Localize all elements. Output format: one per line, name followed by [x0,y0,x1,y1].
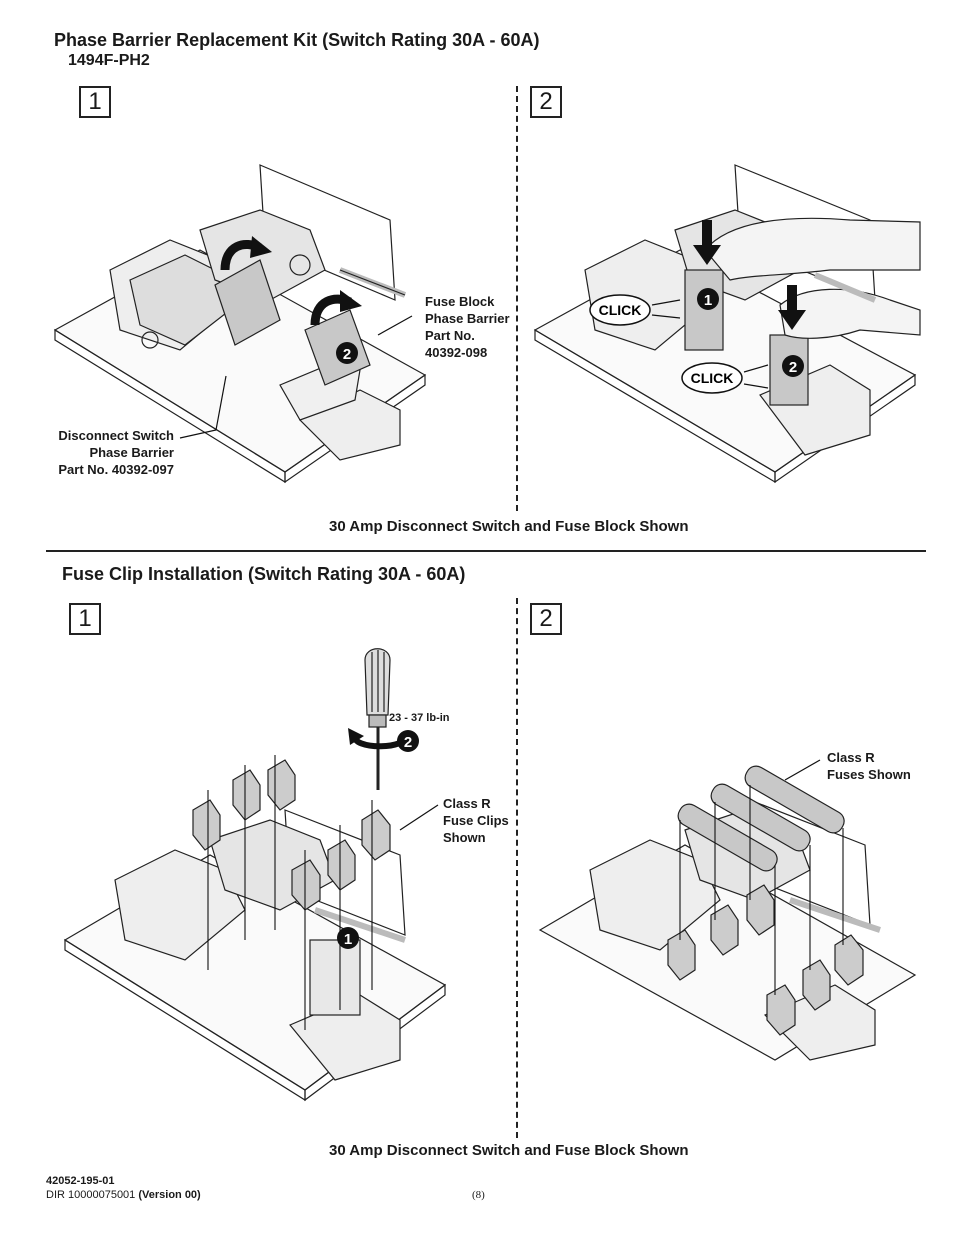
section1-caption: 30 Amp Disconnect Switch and Fuse Block … [329,518,689,535]
fuse-clip-install-illustration: 2 1 [63,648,447,1102]
section1-install-marker-1: 1 [704,292,712,309]
section2-step1-box: 1 [69,603,101,635]
section2-caption: 30 Amp Disconnect Switch and Fuse Block … [329,1142,689,1159]
fuse-clips-label-line2: Fuse Clips [443,813,509,828]
section1-subtitle: 1494F-PH2 [68,52,150,69]
disconnect-label-line1: Disconnect Switch [58,428,174,443]
disconnect-switch-phase-barrier-label: Disconnect Switch Phase Barrier Part No.… [40,427,174,478]
section2-clip-marker-1: 1 [344,931,352,948]
phase-barrier-removal-illustration: 2 [53,164,427,484]
footer-doc-info: 42052-195-01 DIR 10000075001 (Version 00… [46,1174,201,1202]
section2-screwdriver-marker-2: 2 [404,734,412,751]
fuse-block-label-line4: 40392-098 [425,345,488,360]
section1-removal-marker-2: 2 [343,346,351,363]
fuses-label-line2: Fuses Shown [827,767,911,782]
section2-dashed-divider [516,598,518,1138]
page-number: (8) [472,1189,485,1201]
section2-title: Fuse Clip Installation (Switch Rating 30… [62,564,466,584]
dir-number: DIR 10000075001 [46,1189,136,1201]
fuse-clips-label-line1: Class R [443,796,491,811]
fuse-block-label-line2: Phase Barrier [425,311,510,326]
phase-barrier-install-illustration: 1 2 CLICK CLICK [533,164,921,484]
version-label: (Version 00) [138,1189,201,1201]
torque-spec-label: 23 - 37 lb-in [389,712,450,724]
section1-step1-box: 1 [79,86,111,118]
dir-line: DIR 10000075001 (Version 00) [46,1188,201,1202]
class-r-fuses-illustration [538,759,917,1061]
fuse-block-label-line1: Fuse Block [425,294,495,309]
section1-step2-box: 2 [530,86,562,118]
fuse-block-label-line3: Part No. [425,328,475,343]
click-bubble-2: CLICK [691,370,734,386]
class-r-fuses-label: Class R Fuses Shown [827,749,911,783]
fuse-clips-label-line3: Shown [443,830,486,845]
fuse-block-phase-barrier-label: Fuse Block Phase Barrier Part No. 40392-… [425,293,510,361]
section-separator [46,550,926,552]
section1-title: Phase Barrier Replacement Kit (Switch Ra… [54,30,540,50]
doc-number: 42052-195-01 [46,1175,115,1187]
click-bubble-1: CLICK [599,302,642,318]
disconnect-label-line3: Part No. 40392-097 [58,462,174,477]
class-r-fuse-clips-label: Class R Fuse Clips Shown [443,795,509,846]
section2-step2-box: 2 [530,603,562,635]
section1-install-marker-2: 2 [789,359,797,376]
section1-dashed-divider [516,86,518,511]
fuses-label-line1: Class R [827,750,875,765]
disconnect-label-line2: Phase Barrier [89,445,174,460]
